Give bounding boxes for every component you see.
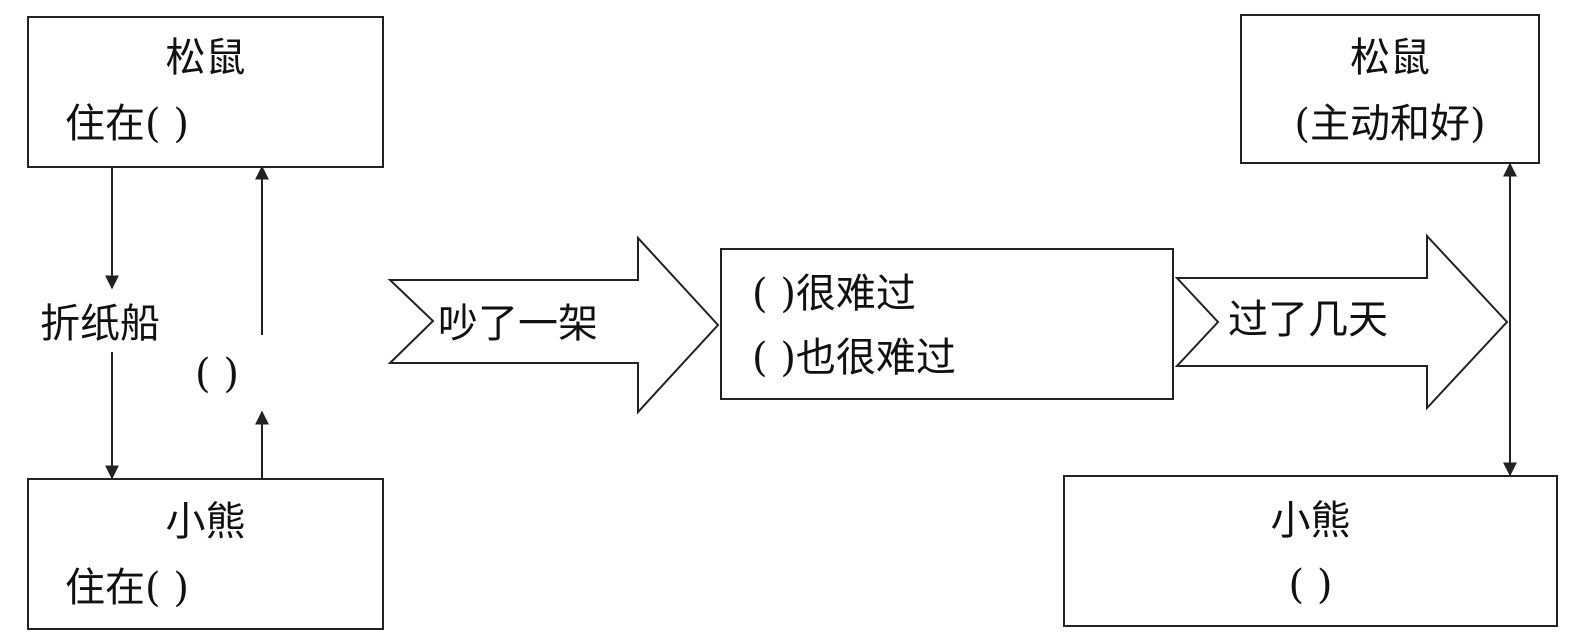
bear-name: 小熊: [165, 499, 246, 545]
block-arrow-2: [1174, 233, 1509, 411]
bear-right-blank: ( ): [1288, 562, 1333, 608]
center-line-1: ( )很难过: [752, 271, 916, 317]
bear-right-name: 小熊: [1270, 498, 1351, 544]
quarrel-label: 吵了一架: [438, 301, 598, 347]
squirrel-name: 松鼠: [165, 35, 246, 81]
squirrel-box-right: 松鼠 (主动和好): [1240, 14, 1540, 164]
left-blank: ( ): [195, 351, 239, 397]
few-days-label: 过了几天: [1228, 297, 1388, 343]
squirrel-right-name: 松鼠: [1350, 35, 1430, 81]
squirrel-right-action: (主动和好): [1294, 101, 1486, 147]
squirrel-residence: 住在( ): [65, 101, 189, 147]
center-line-2: ( )也很难过: [752, 335, 956, 381]
bear-box-right: 小熊 ( ): [1063, 475, 1558, 627]
center-box: ( )很难过 ( )也很难过: [720, 248, 1174, 400]
block-arrow-1: [387, 235, 720, 415]
fold-paper-boat-label: 折纸船: [40, 301, 160, 347]
squirrel-box-left: 松鼠 住在( ): [27, 16, 384, 168]
bear-box-left: 小熊 住在( ): [27, 478, 384, 630]
bear-residence: 住在( ): [65, 565, 189, 611]
